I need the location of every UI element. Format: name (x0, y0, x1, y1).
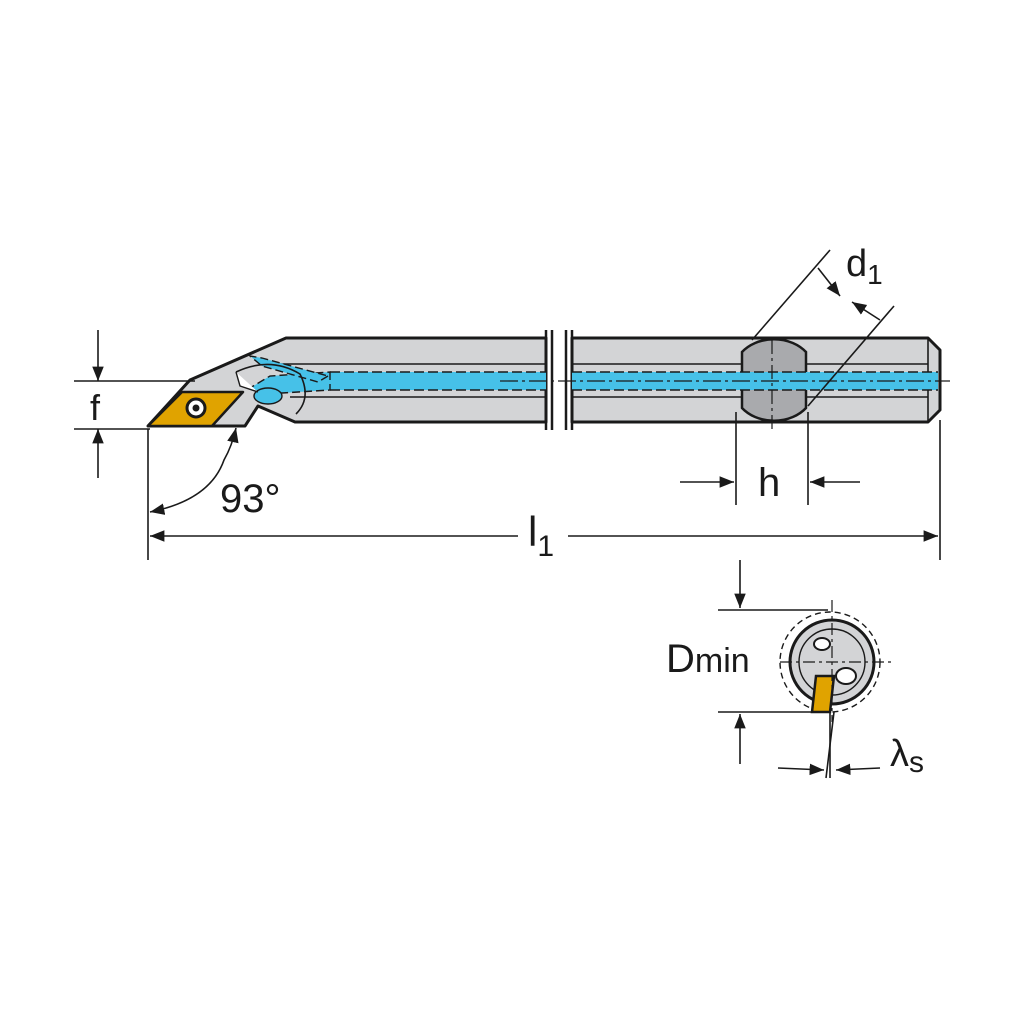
tool-end-view (779, 600, 892, 722)
dimension-f (74, 330, 195, 478)
label-angle: 93° (220, 477, 281, 521)
dimension-l1 (150, 420, 941, 560)
dimension-h (680, 412, 860, 505)
dimension-dmin (718, 560, 828, 764)
dimension-lambda-s (777, 711, 881, 779)
label-d1: d1 (846, 243, 883, 290)
label-h: h (758, 461, 780, 505)
dimension-angle (147, 425, 246, 560)
label-lambda-s: λs (890, 733, 924, 779)
label-f: f (90, 387, 101, 428)
coolant-channel (247, 354, 938, 405)
label-dmin: Dmin (666, 637, 750, 681)
end-view-insert (810, 674, 836, 714)
break-lines (544, 330, 574, 430)
dimension-d1 (751, 249, 895, 407)
tool-body-side-view (146, 330, 950, 432)
label-l1: l1 (528, 508, 554, 563)
